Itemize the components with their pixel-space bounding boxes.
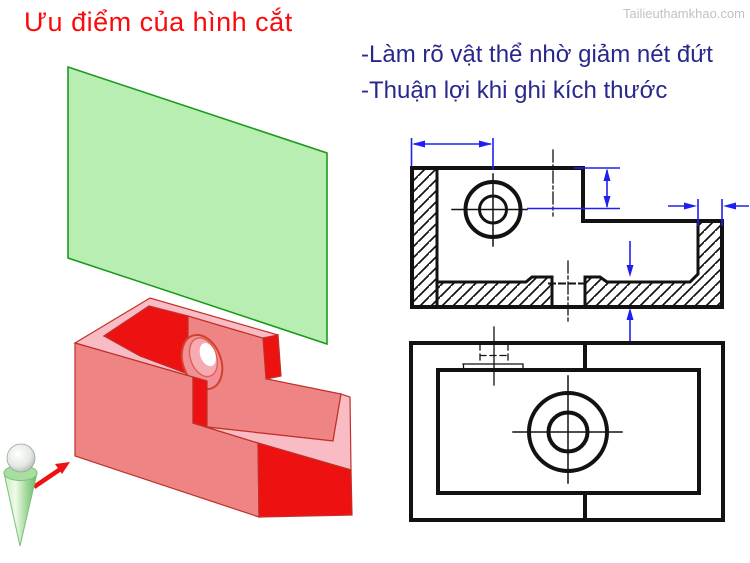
- section-view-drawing: [410, 149, 724, 324]
- top-view-drawing: [409, 326, 725, 522]
- dimension-lines-section: [410, 138, 749, 343]
- hole: [180, 333, 224, 391]
- page-title: Ưu điểm của hình cắt: [24, 7, 293, 37]
- cutting-plane: [67, 65, 328, 346]
- viewer-cone-icon: [3, 443, 38, 547]
- bullet-list: -Làm rõ vật thể nhờ giảm nét đứt -Thuận …: [361, 37, 713, 109]
- viewing-direction-arrow: [32, 462, 70, 489]
- watermark: Tailieuthamkhao.com: [622, 6, 745, 21]
- bullet-item: -Thuận lợi khi ghi kích thước: [361, 77, 668, 104]
- bullet-item: -Làm rõ vật thể nhờ giảm nét đứt: [361, 41, 713, 68]
- sectioned-3d-object: [73, 297, 353, 518]
